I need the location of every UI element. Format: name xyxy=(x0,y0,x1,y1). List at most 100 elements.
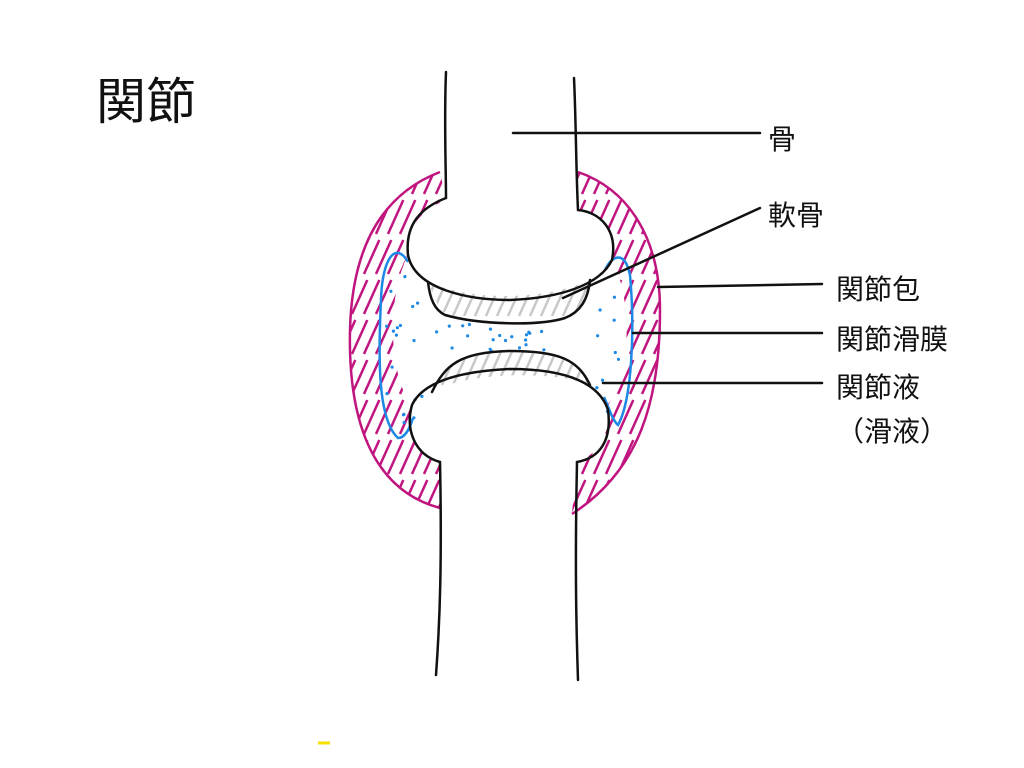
hatch-stroke xyxy=(580,399,599,435)
hatch-stroke xyxy=(604,319,623,355)
fluid-dot xyxy=(416,301,420,305)
cartilage-hatch-lower xyxy=(432,351,590,392)
hatch-stroke xyxy=(432,390,451,392)
hatch-stroke xyxy=(362,319,381,355)
hatch-stroke xyxy=(350,199,369,235)
hatch-stroke xyxy=(484,280,506,317)
hatch-stroke xyxy=(495,390,517,392)
hatch-stroke xyxy=(583,321,590,324)
hatch-stroke xyxy=(398,439,417,475)
hatch-stroke xyxy=(640,319,659,355)
hatch-stroke xyxy=(628,172,647,195)
hatch-stroke xyxy=(432,351,440,386)
hatch-stroke xyxy=(398,359,417,395)
synovial-fluid-dots xyxy=(385,275,621,425)
hatch-stroke xyxy=(592,439,611,475)
hatch-stroke xyxy=(398,319,417,355)
hatch-stroke xyxy=(410,479,429,508)
hatch-stroke xyxy=(640,279,659,315)
upper-bone xyxy=(406,70,615,302)
hatch-stroke xyxy=(506,390,528,392)
fluid-dot xyxy=(385,324,389,328)
fluid-dot xyxy=(435,330,439,334)
hatch-stroke xyxy=(528,390,550,392)
fluid-dot xyxy=(524,333,529,337)
hatch-stroke xyxy=(462,390,484,392)
hatch-stroke xyxy=(448,400,463,434)
fluid-dot xyxy=(524,338,528,342)
hatch-stroke xyxy=(434,399,446,435)
hatch-stroke xyxy=(350,279,369,315)
hatch-stroke xyxy=(362,359,381,395)
hatch-stroke xyxy=(350,359,369,395)
hatch-stroke xyxy=(628,479,647,514)
hatch-stroke xyxy=(386,199,405,235)
label-bone: 骨 xyxy=(768,123,797,156)
hatch-stroke xyxy=(462,351,484,386)
hatch-stroke xyxy=(652,479,660,514)
hatch-stroke xyxy=(640,199,659,235)
label-cartilage: 軟骨 xyxy=(768,199,825,232)
hatch-stroke xyxy=(386,172,405,195)
hatch-stroke xyxy=(473,390,495,392)
hatch-stroke xyxy=(517,390,539,392)
joint-capsule-right xyxy=(571,170,662,516)
fluid-dot xyxy=(542,348,546,352)
hatch-stroke xyxy=(550,390,572,392)
hatch-stroke xyxy=(362,439,381,475)
hatch-stroke xyxy=(592,279,611,315)
hatch-stroke xyxy=(448,440,463,474)
hatch-stroke xyxy=(422,239,441,275)
fluid-dot xyxy=(385,392,389,396)
hatch-stroke xyxy=(410,319,429,355)
fluid-dot xyxy=(540,329,544,334)
hatch-stroke xyxy=(349,479,357,508)
hatch-stroke xyxy=(362,399,381,435)
hatch-stroke xyxy=(422,172,441,195)
hatch-stroke xyxy=(484,390,506,392)
hatch-stroke xyxy=(616,399,635,435)
fluid-dot xyxy=(412,416,416,420)
hatch-stroke xyxy=(539,390,561,392)
hatch-stroke xyxy=(666,480,681,514)
hatch-stroke xyxy=(604,439,623,475)
hatch-stroke xyxy=(349,319,357,355)
hatch-stroke xyxy=(398,279,417,315)
label-joint-capsule: 関節包 xyxy=(836,273,921,306)
hatch-stroke xyxy=(362,279,381,315)
hatch-stroke xyxy=(572,319,587,355)
hatch-stroke xyxy=(628,399,647,435)
hatch-stroke xyxy=(666,360,681,394)
hatch-stroke xyxy=(422,399,441,435)
hatch-stroke xyxy=(666,280,681,314)
hatch-stroke xyxy=(572,390,590,392)
fluid-dot xyxy=(616,357,621,361)
hatch-stroke xyxy=(640,479,659,514)
hatch-stroke xyxy=(448,200,463,234)
hatch-stroke xyxy=(440,390,462,392)
fluid-dot xyxy=(613,350,617,355)
hatch-stroke xyxy=(616,479,635,514)
fluid-dot xyxy=(598,308,602,312)
hatch-stroke xyxy=(652,172,660,195)
hatch-stroke xyxy=(652,399,660,435)
fluid-dot xyxy=(390,365,394,369)
page-title: 関節 xyxy=(96,73,196,131)
label-synovial-membrane: 関節滑膜 xyxy=(836,323,949,356)
fluid-dot xyxy=(401,413,406,417)
hatch-stroke xyxy=(362,172,381,195)
lower-cartilage xyxy=(430,349,592,394)
hatch-stroke xyxy=(666,440,681,474)
fluid-dot xyxy=(612,318,616,322)
hatch-stroke xyxy=(428,321,440,324)
hatch-stroke xyxy=(572,321,590,324)
hatch-stroke xyxy=(362,239,381,275)
hatch-stroke xyxy=(374,479,393,508)
fluid-dot xyxy=(391,329,395,333)
fluid-dot xyxy=(403,275,407,279)
hatch-stroke xyxy=(374,172,393,195)
hatch-stroke xyxy=(434,439,446,475)
hatch-stroke xyxy=(596,322,614,362)
hatch-stroke xyxy=(434,172,446,195)
